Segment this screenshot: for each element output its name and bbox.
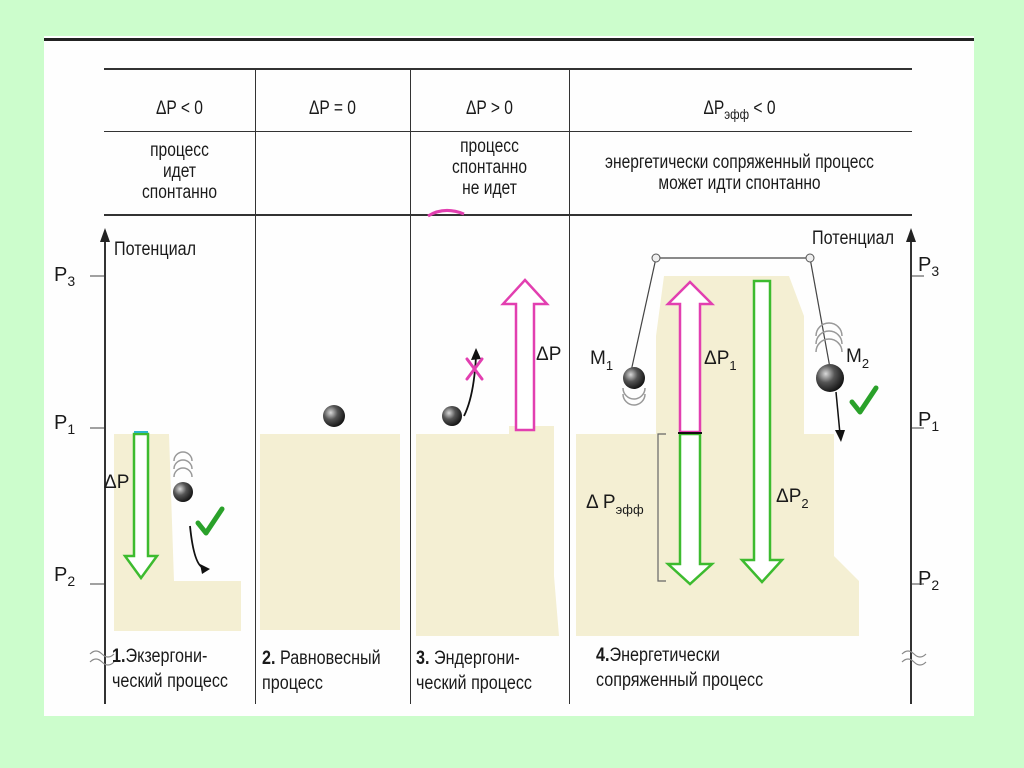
caption-col2-number: 2. (262, 648, 275, 669)
col3-terrain (416, 426, 559, 636)
col3-ball (442, 406, 462, 426)
col4-p2-label-sub: 2 (801, 496, 808, 511)
col4-eff-label-main: Δ P (586, 492, 616, 513)
col4-mass1-label-sub: 1 (606, 358, 613, 373)
col1-ball (173, 482, 193, 502)
col3-delta-label: ΔP (536, 344, 561, 365)
col4-eff-label-sub: эфф (616, 502, 644, 517)
right-axis-arrowhead (906, 228, 916, 242)
col4-mass1-label-main: M (590, 348, 606, 369)
caption-col1-line: ческий процесс (112, 669, 228, 694)
col4-mass2-label: M2 (846, 346, 869, 371)
col4-terrain (576, 276, 859, 636)
col4-mass1 (623, 367, 645, 389)
caption-col4-line: Энергетически (609, 645, 719, 666)
caption-col3-line: ческий процесс (416, 671, 532, 696)
caption-col3-number: 3. (416, 648, 429, 669)
caption-col3: 3. Эндергони- ческий процесс (416, 646, 532, 696)
col4-mass2-label-sub: 2 (862, 356, 869, 371)
caption-col1-line: Экзергони- (125, 646, 207, 667)
caption-col1-number: 1. (112, 646, 125, 667)
col4-p1-label-main: ΔP (704, 348, 729, 369)
col4-mass2 (816, 364, 844, 392)
caption-col2-line: Равновесный (280, 648, 381, 669)
col4-mass2-arrowhead (835, 430, 845, 442)
caption-col1: 1.Экзергони- ческий процесс (112, 644, 228, 694)
col4-mass1-label: M1 (590, 348, 613, 373)
col4-mass2-label-main: M (846, 346, 862, 367)
col2-ball (323, 405, 345, 427)
diagram-sheet: ΔP < 0 ΔP = 0 ΔP > 0 ΔPэфф < 0 процесс и… (44, 36, 974, 716)
col4-p1-label-sub: 1 (729, 358, 736, 373)
caption-col4-line: сопряженный процесс (596, 668, 763, 693)
diagram-graphics: ΔP ΔP ΔP1 ΔP2 Δ Pэфф M1 M2 (44, 36, 974, 716)
col4-p2-label-main: ΔP (776, 486, 801, 507)
col4-mass1-trail (623, 388, 645, 405)
col1-delta-label: ΔP (104, 472, 129, 493)
col1-ball-path (190, 526, 204, 568)
col4-mass2-trail (816, 323, 842, 352)
caption-col2-line: процесс (262, 671, 381, 696)
col1-ball-trail (174, 452, 192, 477)
caption-col4: 4.Энергетически сопряженный процесс (596, 643, 763, 693)
caption-col3-line: Эндергони- (434, 648, 520, 669)
col3-underline-mark (428, 210, 464, 216)
col4-check-icon (852, 388, 876, 412)
caption-col2: 2. Равновесный процесс (262, 646, 381, 696)
caption-col4-number: 4. (596, 645, 609, 666)
col1-check-icon (198, 509, 222, 533)
col2-terrain (260, 434, 400, 630)
col4-pulley-left (652, 254, 660, 262)
col4-pulley-right (806, 254, 814, 262)
left-axis-arrowhead (100, 228, 110, 242)
